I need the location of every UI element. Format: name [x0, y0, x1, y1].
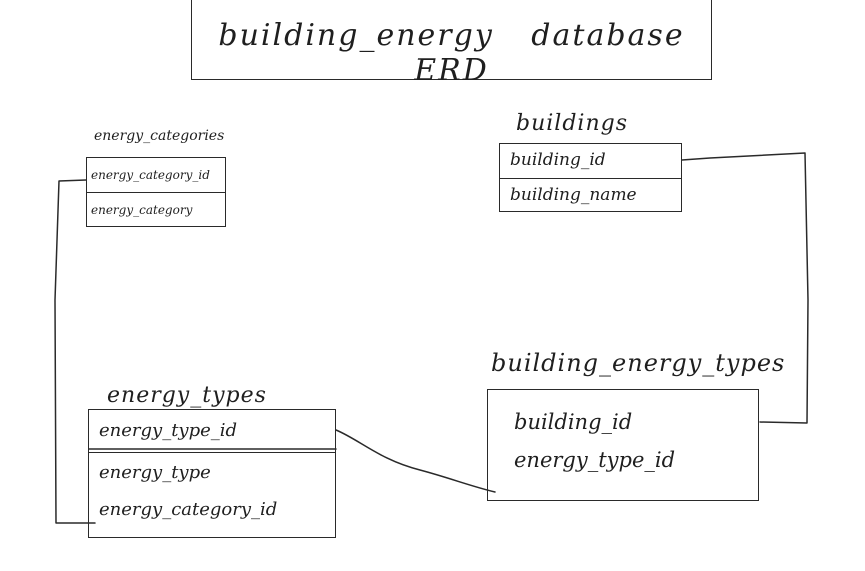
buildings-field-building-name: building_name: [500, 177, 681, 212]
energy-types-table: energy_type_id energy_type energy_catego…: [88, 409, 336, 538]
energy-categories-entity-name: energy_categories: [94, 128, 225, 144]
energy-categories-table: energy_category_id energy_category: [86, 157, 226, 227]
energy-types-field-energy-category-id: energy_category_id: [99, 499, 278, 520]
energy-types-field-energy-type-id: energy_type_id: [99, 420, 238, 441]
energy-types-field-energy-type: energy_type: [89, 452, 335, 488]
connector-energy-category-to-energy-types: [54, 179, 96, 524]
buildings-field-building-id: building_id: [510, 150, 606, 170]
energy-categories-field-energy-category-id: energy_category_id: [91, 168, 210, 182]
diagram-title: building_energy database ERD: [218, 18, 685, 88]
building-energy-types-entity-name: building_energy_types: [491, 349, 786, 377]
building-energy-types-table: building_id energy_type_id: [487, 389, 759, 501]
building-energy-types-field-energy-type-id: energy_type_id: [514, 448, 676, 472]
diagram-title-box: building_energy database ERD: [191, 0, 712, 88]
buildings-entity-name: buildings: [516, 111, 628, 136]
energy-types-entity-name: energy_types: [107, 383, 267, 408]
building-energy-types-field-building-id: building_id: [514, 410, 633, 434]
connector-buildings-to-building-energy-types: [681, 152, 809, 424]
connector-energy-types-to-building-energy-types: [335, 429, 496, 493]
buildings-table: building_id building_name: [499, 143, 682, 212]
energy-categories-field-energy-category: energy_category: [87, 192, 225, 226]
